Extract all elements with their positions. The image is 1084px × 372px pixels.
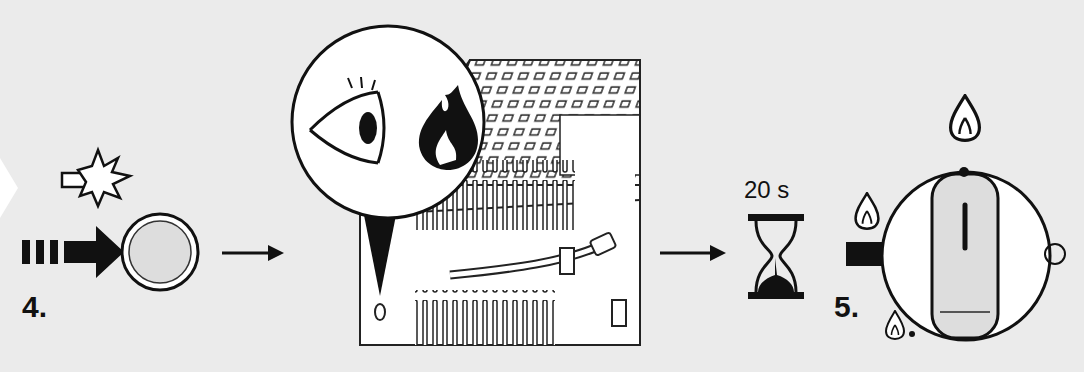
step-number: 5. [834,292,859,322]
duration-label: 20 s [744,178,789,202]
step-number: 4. [22,292,47,322]
